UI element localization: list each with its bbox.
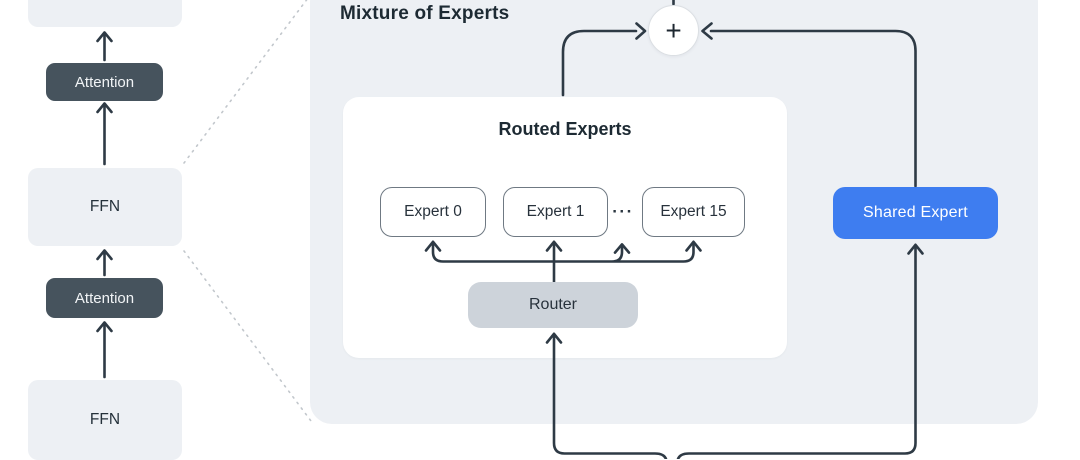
shared-expert-box: Shared Expert xyxy=(833,187,998,239)
dashed-guide-bottom xyxy=(183,250,312,422)
expert-15-box: Expert 15 xyxy=(642,187,745,237)
expert-0-box: Expert 0 xyxy=(380,187,486,237)
shared-expert-label: Shared Expert xyxy=(863,204,968,221)
stack-block-partial-top xyxy=(28,0,182,27)
attention-label: Attention xyxy=(74,73,135,91)
stack-arrow-4 xyxy=(96,321,113,379)
router-label: Router xyxy=(528,296,578,313)
router-box: Router xyxy=(468,282,638,328)
experts-ellipsis: ··· xyxy=(612,202,634,221)
stack-arrow-2 xyxy=(96,102,113,166)
attention-block-lower: Attention xyxy=(46,278,163,318)
stack-arrow-3 xyxy=(96,249,113,277)
ffn-block-middle: FFN xyxy=(28,168,182,246)
expert-15-label: Expert 15 xyxy=(660,203,727,220)
expert-1-box: Expert 1 xyxy=(503,187,608,237)
attention-label: Attention xyxy=(74,289,135,307)
ffn-label: FFN xyxy=(89,198,121,215)
expert-0-label: Expert 0 xyxy=(404,203,462,220)
expert-1-label: Expert 1 xyxy=(526,203,585,220)
sum-node: + xyxy=(648,5,699,56)
plus-icon: + xyxy=(665,14,682,46)
dashed-guide-top xyxy=(183,0,308,164)
routed-experts-title: Routed Experts xyxy=(498,119,632,139)
ffn-label: FFN xyxy=(89,411,121,428)
attention-block-upper: Attention xyxy=(46,63,163,101)
moe-panel-title: Mixture of Experts xyxy=(340,3,510,24)
ffn-block-bottom: FFN xyxy=(28,380,182,460)
stack-arrow-1 xyxy=(96,31,113,62)
